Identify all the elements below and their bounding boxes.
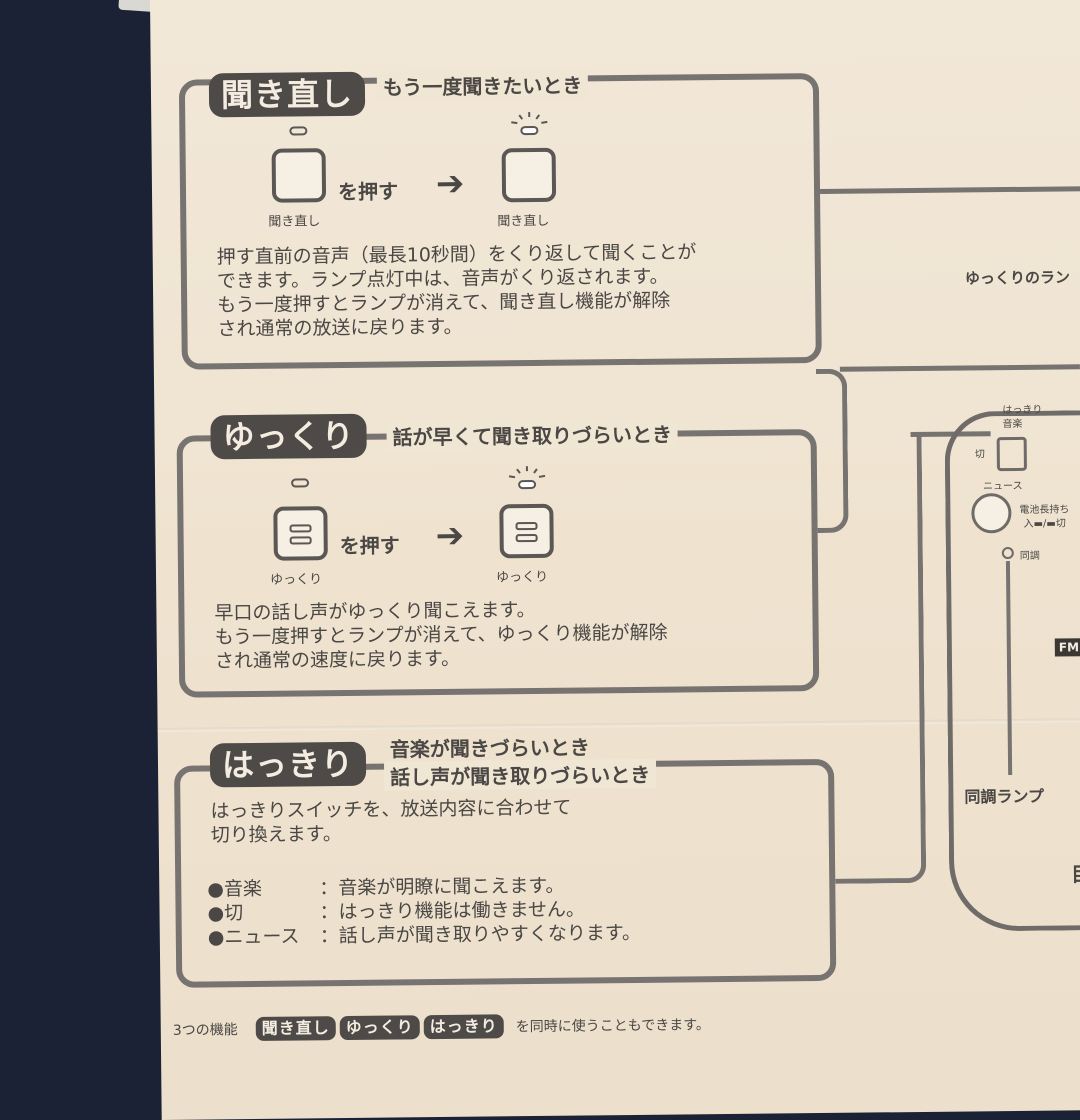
yukkuri-subtitle: 話が早くて聞き取りづらいとき [386,418,678,450]
footer-note: 3つの機能 聞き直し ゆっくり はっきり を同時に使うこともできます。 [173,1012,710,1042]
yukkuri-arrow: ➔ [435,519,464,553]
device-label-hakkiri: はっきり [1002,401,1042,416]
kikinaoshi-press-label: を押す [338,175,398,205]
yukkuri-press-label: を押す [340,529,400,559]
tune-lamp-label: 同調ランプ [964,783,1044,808]
right-edge-partial-char: 目 [1071,858,1080,887]
footer-prefix: 3つの機能 [173,1019,238,1040]
device-label-battery-sub: 入▬/▬切 [1023,514,1065,529]
yukkuri-button-line-bottom [290,536,312,544]
footer-badge-hakkiri: はっきり [424,1014,504,1039]
fold-crease [158,718,1080,732]
yukkuri-button-active[interactable] [499,504,554,559]
footer-badge-yukkuri: ゆっくり [340,1015,420,1040]
kikinaoshi-lamp-off [289,126,307,135]
kikinaoshi-description: 押す直前の音声（最長10秒間）をくり返して聞くことが できます。ランプ点灯中は、… [217,239,808,341]
hakkiri-mode-news: ●ニュース ：話し声が聞き取りやすくなります。 [208,921,641,950]
yukkuri-badge: ゆっくり [210,414,366,460]
kikinaoshi-button-caption-after: 聞き直し [497,210,549,230]
device-label-kiri: 切 [975,445,985,460]
yukkuri-button-line-top [515,522,537,530]
kikinaoshi-badge: 聞き直し [209,72,365,118]
kikinaoshi-button[interactable] [272,148,327,203]
kikinaoshi-button-active[interactable] [502,148,557,203]
hakkiri-badge: はっきり [210,742,366,788]
yukkuri-button-caption: ゆっくり [270,568,322,588]
hakkiri-mode-list: ●音楽 ：音楽が明瞭に聞こえます。 ●切 ：はっきり機能は働きません。 ●ニュー… [207,873,641,950]
battery-saver-button[interactable] [971,493,1011,533]
hakkiri-subtitle-line2: 話し声が聞き取りづらいとき [384,759,656,791]
device-label-ongaku: 音楽 [1002,415,1022,430]
hakkiri-subtitle-line1: 音楽が聞きづらいとき [384,731,596,762]
fm-band-badge: FM [1055,638,1080,656]
yukkuri-button[interactable] [273,506,328,561]
kikinaoshi-arrow: ➔ [436,167,465,201]
connector-line-hakkiri [831,432,927,884]
yukkuri-lamp-callout-partial: ゆっくりのラン [965,266,1070,288]
yukkuri-button-caption-after: ゆっくり [496,566,548,586]
hakkiri-description: はっきりスイッチを、放送内容に合わせて 切り換えます。 [210,794,770,848]
kikinaoshi-subtitle: もう一度聞きたいとき [377,69,589,100]
connector-line-kikinaoshi [820,186,1080,194]
yukkuri-description: 早口の話し声がゆっくり聞こえます。 もう一度押すとランプが消えて、ゆっくり機能が… [214,595,805,673]
kikinaoshi-lamp-on [520,126,538,135]
tune-lamp [1002,547,1014,559]
hakkiri-switch[interactable] [997,437,1027,471]
footer-suffix: を同時に使うこともできます。 [516,1014,710,1036]
yukkuri-lamp-off [291,478,309,487]
kikinaoshi-button-caption: 聞き直し [268,210,320,230]
yukkuri-lamp-on [518,480,536,489]
yukkuri-button-line-bottom [516,534,538,542]
device-label-tune: 同調 [1020,547,1040,562]
yukkuri-button-line-top [290,524,312,532]
manual-page: 聞き直し もう一度聞きたいとき 聞き直し を押す ➔ 聞き直し 押す直前の音声（… [150,0,1080,1120]
connector-line-yukkuri-top [840,364,1080,372]
device-label-news: ニュース [983,477,1023,492]
footer-badge-kikinaoshi: 聞き直し [256,1016,336,1041]
